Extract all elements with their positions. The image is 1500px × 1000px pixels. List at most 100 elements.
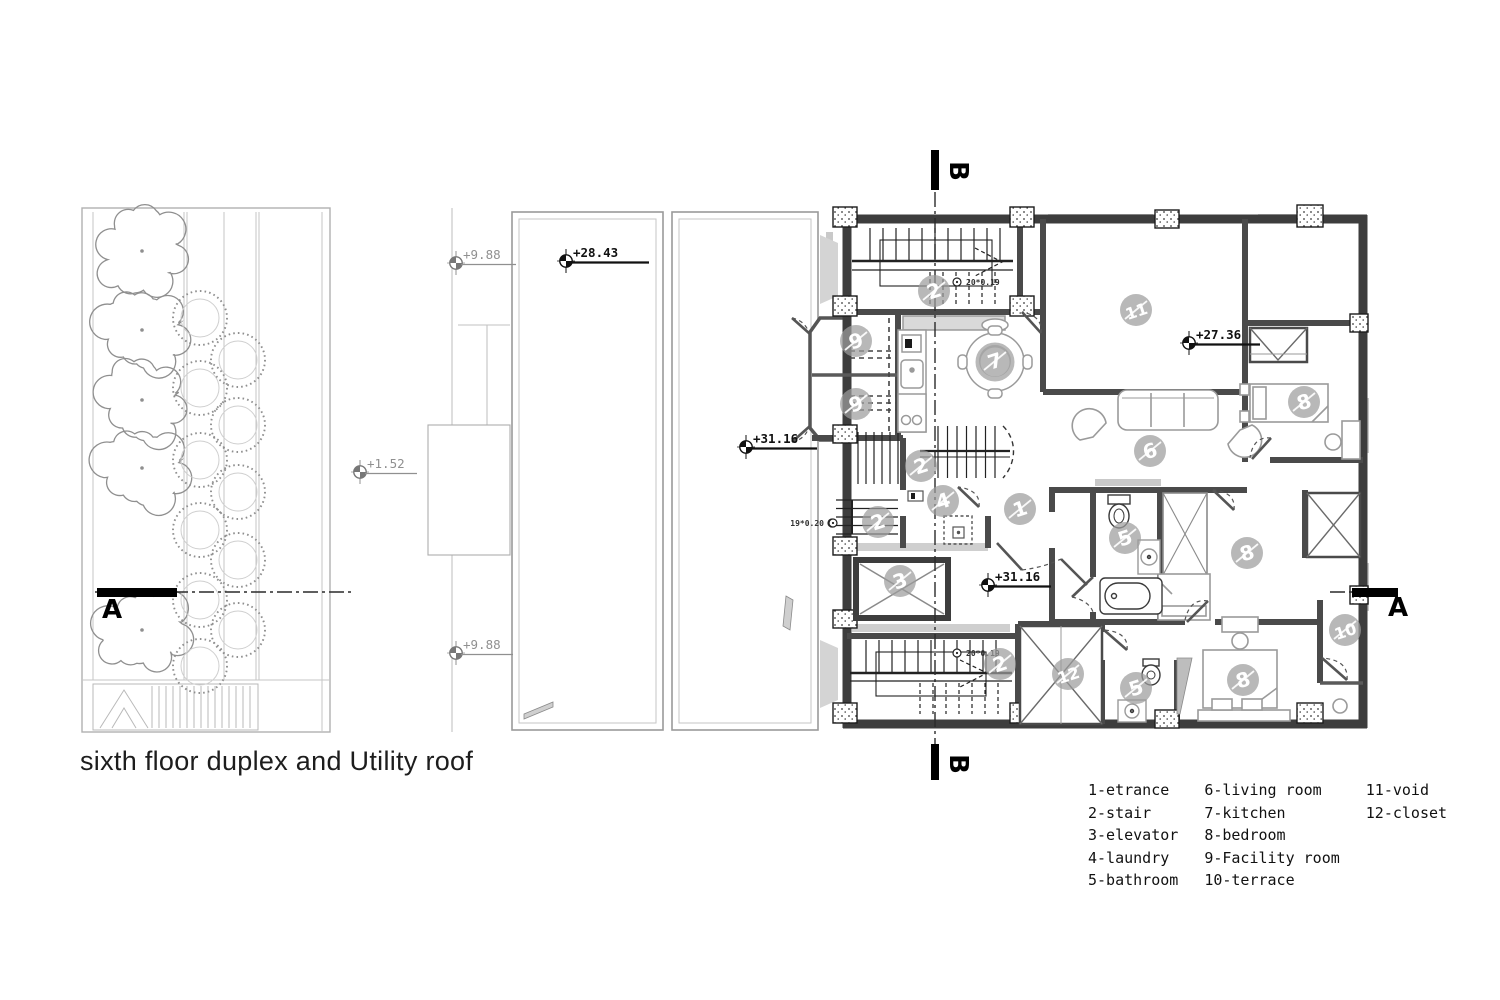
room-label: 5	[1120, 672, 1152, 704]
living-room	[1071, 389, 1263, 459]
roof-slab-1	[511, 211, 664, 731]
section-letter: B	[943, 161, 973, 181]
section-bar-b-top	[931, 150, 939, 190]
stair-note-text: 20*0.19	[966, 649, 1000, 658]
elevation-value: +9.88	[463, 637, 501, 652]
drawing-title: sixth floor duplex and Utility roof	[80, 746, 474, 776]
room-label: 4	[927, 485, 959, 517]
room-label: 3	[884, 565, 916, 597]
bedroom-mid	[1157, 573, 1211, 621]
legend-item: 2-stair	[1088, 803, 1152, 822]
shrub-icon	[210, 464, 266, 520]
elevation-value: +31.16	[753, 431, 798, 446]
legend-item: 8-bedroom	[1204, 826, 1286, 845]
section-bar-a-right	[1352, 588, 1398, 597]
garden-area	[81, 204, 331, 733]
stair-note: 20*0.19	[952, 648, 1000, 658]
column-icon	[1349, 313, 1369, 333]
elevation-value: +1.52	[367, 456, 405, 471]
room-label: 6	[1134, 435, 1166, 467]
sofa-icon	[1117, 389, 1219, 431]
stair-notes: 20*0.19 19*0.20 20*0.19	[790, 277, 1000, 658]
outer-walls	[842, 214, 1368, 729]
room-label: 2	[905, 450, 937, 482]
legend-item: 9-Facility room	[1204, 848, 1340, 867]
legend-item: 12-closet	[1365, 803, 1448, 822]
room-label: 2	[984, 648, 1016, 680]
tree-icon	[95, 204, 190, 299]
column-icon	[1154, 709, 1180, 729]
shrub-icon	[172, 432, 228, 488]
column-icon	[832, 206, 858, 228]
chair-icon	[1231, 632, 1249, 650]
apartment-plan	[791, 204, 1369, 729]
room-label: 8	[1288, 386, 1320, 418]
section-bar-a-left	[97, 588, 177, 597]
legend-item: 6-living room	[1204, 781, 1322, 799]
elevation-marker: +9.88	[447, 637, 513, 665]
shrub-icon	[210, 397, 266, 453]
column-icon	[1296, 702, 1324, 724]
stair-note: 20*0.19	[952, 277, 1000, 287]
shrub-icon	[210, 602, 266, 658]
roof-vent-icon	[782, 595, 794, 631]
shrub-icon	[172, 638, 228, 694]
room-label: 9	[840, 325, 872, 357]
wardrobe-mid	[1162, 492, 1208, 576]
elevation-value: +31.16	[995, 569, 1040, 584]
legend-item: 7-kitchen	[1204, 803, 1286, 822]
elevation-marker: +27.36	[1180, 327, 1260, 355]
shrub-icon	[172, 360, 228, 416]
elevation-markers: +9.88 +28.43 +1.52 +31.16 +27.36 +31.16 +9.88	[351, 245, 1260, 665]
room-label: 12	[1052, 658, 1084, 690]
shrub-icon	[210, 532, 266, 588]
side-table-icon	[1332, 698, 1348, 714]
closet-right	[1305, 491, 1362, 559]
shrub-icon	[210, 332, 266, 388]
stair-note-text: 20*0.19	[966, 278, 1000, 287]
bathroom-top	[1099, 494, 1163, 615]
room-label: 8	[1231, 537, 1263, 569]
elevation-marker: +28.43	[557, 245, 649, 273]
tree-icon	[92, 357, 188, 451]
column-icon	[1009, 206, 1035, 228]
roof-hatch-icon	[523, 701, 554, 720]
section-bar-b-bottom	[931, 744, 939, 780]
elevation-value: +28.43	[573, 245, 618, 260]
thin-walls	[812, 373, 1363, 685]
room-label: 7	[979, 345, 1011, 377]
bedroom-bottom	[1197, 616, 1348, 722]
sink-icon	[900, 359, 924, 389]
room-label: 8	[1227, 664, 1259, 696]
section-letter: A	[1388, 593, 1408, 623]
column-icon	[832, 702, 858, 724]
legend-item: 5-bathroom	[1088, 871, 1179, 890]
kitchen	[897, 315, 1033, 433]
column-icon	[832, 295, 858, 317]
elevation-marker: +1.52	[351, 456, 417, 484]
desk-icon	[1341, 420, 1361, 460]
legend-column: 6-living room 7-kitchen 8-bedroom 9-Facilit…	[1204, 779, 1339, 892]
stair-note: 19*0.20	[790, 518, 838, 528]
stove-icon	[897, 393, 927, 433]
elevation-value: +9.88	[463, 247, 501, 262]
doors	[791, 311, 1348, 681]
section-letter: A	[102, 595, 122, 625]
legend-item: 1-etrance	[1088, 781, 1170, 799]
room-label: 9	[840, 388, 872, 420]
room-label: 2	[918, 275, 950, 307]
room-label: 5	[1109, 522, 1141, 554]
column-icon	[832, 536, 858, 556]
room-label: 2	[862, 506, 894, 538]
room-label: 10	[1329, 614, 1361, 646]
shrub-icon	[172, 502, 228, 558]
laundry	[907, 490, 973, 545]
shrub-icon	[172, 572, 228, 628]
tree-icon	[88, 430, 193, 517]
column-icon	[1154, 209, 1180, 229]
site-middle	[427, 208, 511, 732]
tree-icon	[89, 291, 192, 379]
